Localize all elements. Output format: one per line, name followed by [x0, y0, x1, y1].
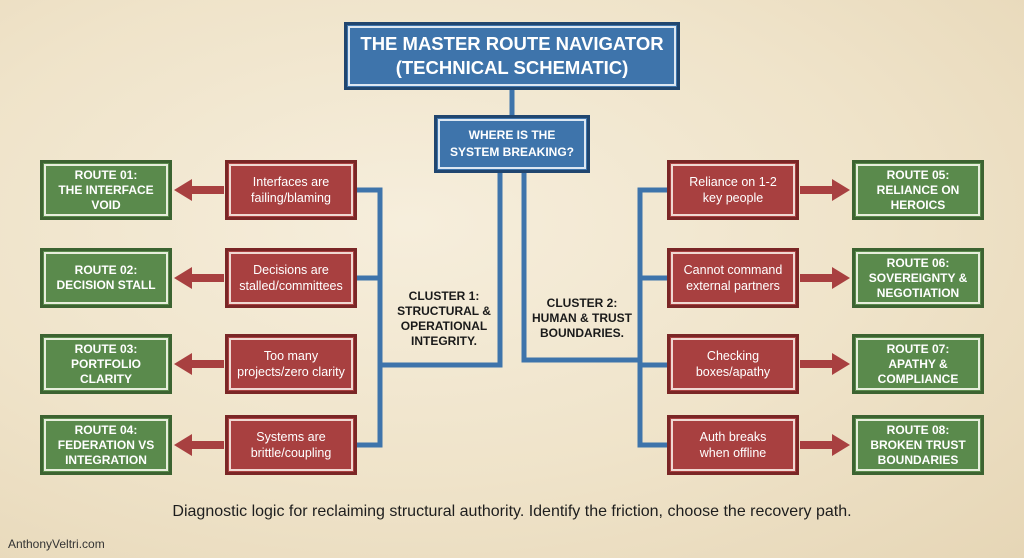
route-03-box: ROUTE 03: PORTFOLIO CLARITY: [40, 334, 172, 394]
symptom-01-box: Interfaces are failing/blaming: [225, 160, 357, 220]
main-title-text: THE MASTER ROUTE NAVIGATOR (TECHNICAL SC…: [360, 33, 664, 78]
symptom-03-label: Too many projects/zero clarity: [237, 349, 345, 379]
left-arrow-1: [174, 179, 224, 201]
route-03-label: ROUTE 03: PORTFOLIO CLARITY: [71, 341, 141, 386]
right-arrow-1: [800, 179, 850, 201]
symptom-08-label: Auth breaks when offline: [699, 430, 767, 460]
symptom-06-box: Cannot command external partners: [667, 248, 799, 308]
route-07-label: ROUTE 07: APATHY & COMPLIANCE: [877, 341, 959, 386]
cluster-1-label: CLUSTER 1: STRUCTURAL & OPERATIONAL INTE…: [397, 289, 491, 348]
route-08-box: ROUTE 08: BROKEN TRUST BOUNDARIES: [852, 415, 984, 475]
route-02-label: ROUTE 02: DECISION STALL: [56, 263, 156, 292]
symptom-05-box: Reliance on 1-2 key people: [667, 160, 799, 220]
symptom-02-label: Decisions are stalled/committees: [239, 263, 343, 293]
route-06-box: ROUTE 06: SOVEREIGNTY & NEGOTIATION: [852, 248, 984, 308]
main-title: THE MASTER ROUTE NAVIGATOR (TECHNICAL SC…: [344, 22, 680, 90]
caption: Diagnostic logic for reclaiming structur…: [172, 503, 852, 520]
question-box: WHERE IS THE SYSTEM BREAKING?: [434, 115, 590, 173]
route-04-label: ROUTE 04: FEDERATION VS INTEGRATION: [57, 422, 155, 467]
right-arrow-3: [800, 353, 850, 375]
symptom-07-box: Checking boxes/apathy: [667, 334, 799, 394]
symptom-05-label: Reliance on 1-2 key people: [689, 175, 777, 205]
symptom-08-box: Auth breaks when offline: [667, 415, 799, 475]
symptom-04-label: Systems are brittle/coupling: [250, 430, 332, 460]
route-07-box: ROUTE 07: APATHY & COMPLIANCE: [852, 334, 984, 394]
route-05-box: ROUTE 05: RELIANCE ON HEROICS: [852, 160, 984, 220]
route-06-label: ROUTE 06: SOVEREIGNTY & NEGOTIATION: [868, 255, 968, 300]
route-05-label: ROUTE 05: RELIANCE ON HEROICS: [876, 167, 960, 212]
site-credit: AnthonyVeltri.com: [8, 537, 105, 551]
right-arrow-2: [800, 267, 850, 289]
route-04-box: ROUTE 04: FEDERATION VS INTEGRATION: [40, 415, 172, 475]
route-08-label: ROUTE 08: BROKEN TRUST BOUNDARIES: [870, 422, 966, 467]
symptom-03-box: Too many projects/zero clarity: [225, 334, 357, 394]
symptom-02-box: Decisions are stalled/committees: [225, 248, 357, 308]
route-01-label: ROUTE 01: THE INTERFACE VOID: [58, 167, 154, 212]
route-01-box: ROUTE 01: THE INTERFACE VOID: [40, 160, 172, 220]
route-02-box: ROUTE 02: DECISION STALL: [40, 248, 172, 308]
left-arrow-2: [174, 267, 224, 289]
symptom-04-box: Systems are brittle/coupling: [225, 415, 357, 475]
question-text: WHERE IS THE SYSTEM BREAKING?: [449, 128, 574, 159]
symptom-07-label: Checking boxes/apathy: [695, 349, 771, 379]
cluster-2-label: CLUSTER 2: HUMAN & TRUST BOUNDARIES.: [532, 296, 632, 340]
left-arrow-3: [174, 353, 224, 375]
right-arrow-4: [800, 434, 850, 456]
symptom-06-label: Cannot command external partners: [683, 263, 783, 293]
left-arrow-4: [174, 434, 224, 456]
symptom-01-label: Interfaces are failing/blaming: [251, 175, 331, 205]
